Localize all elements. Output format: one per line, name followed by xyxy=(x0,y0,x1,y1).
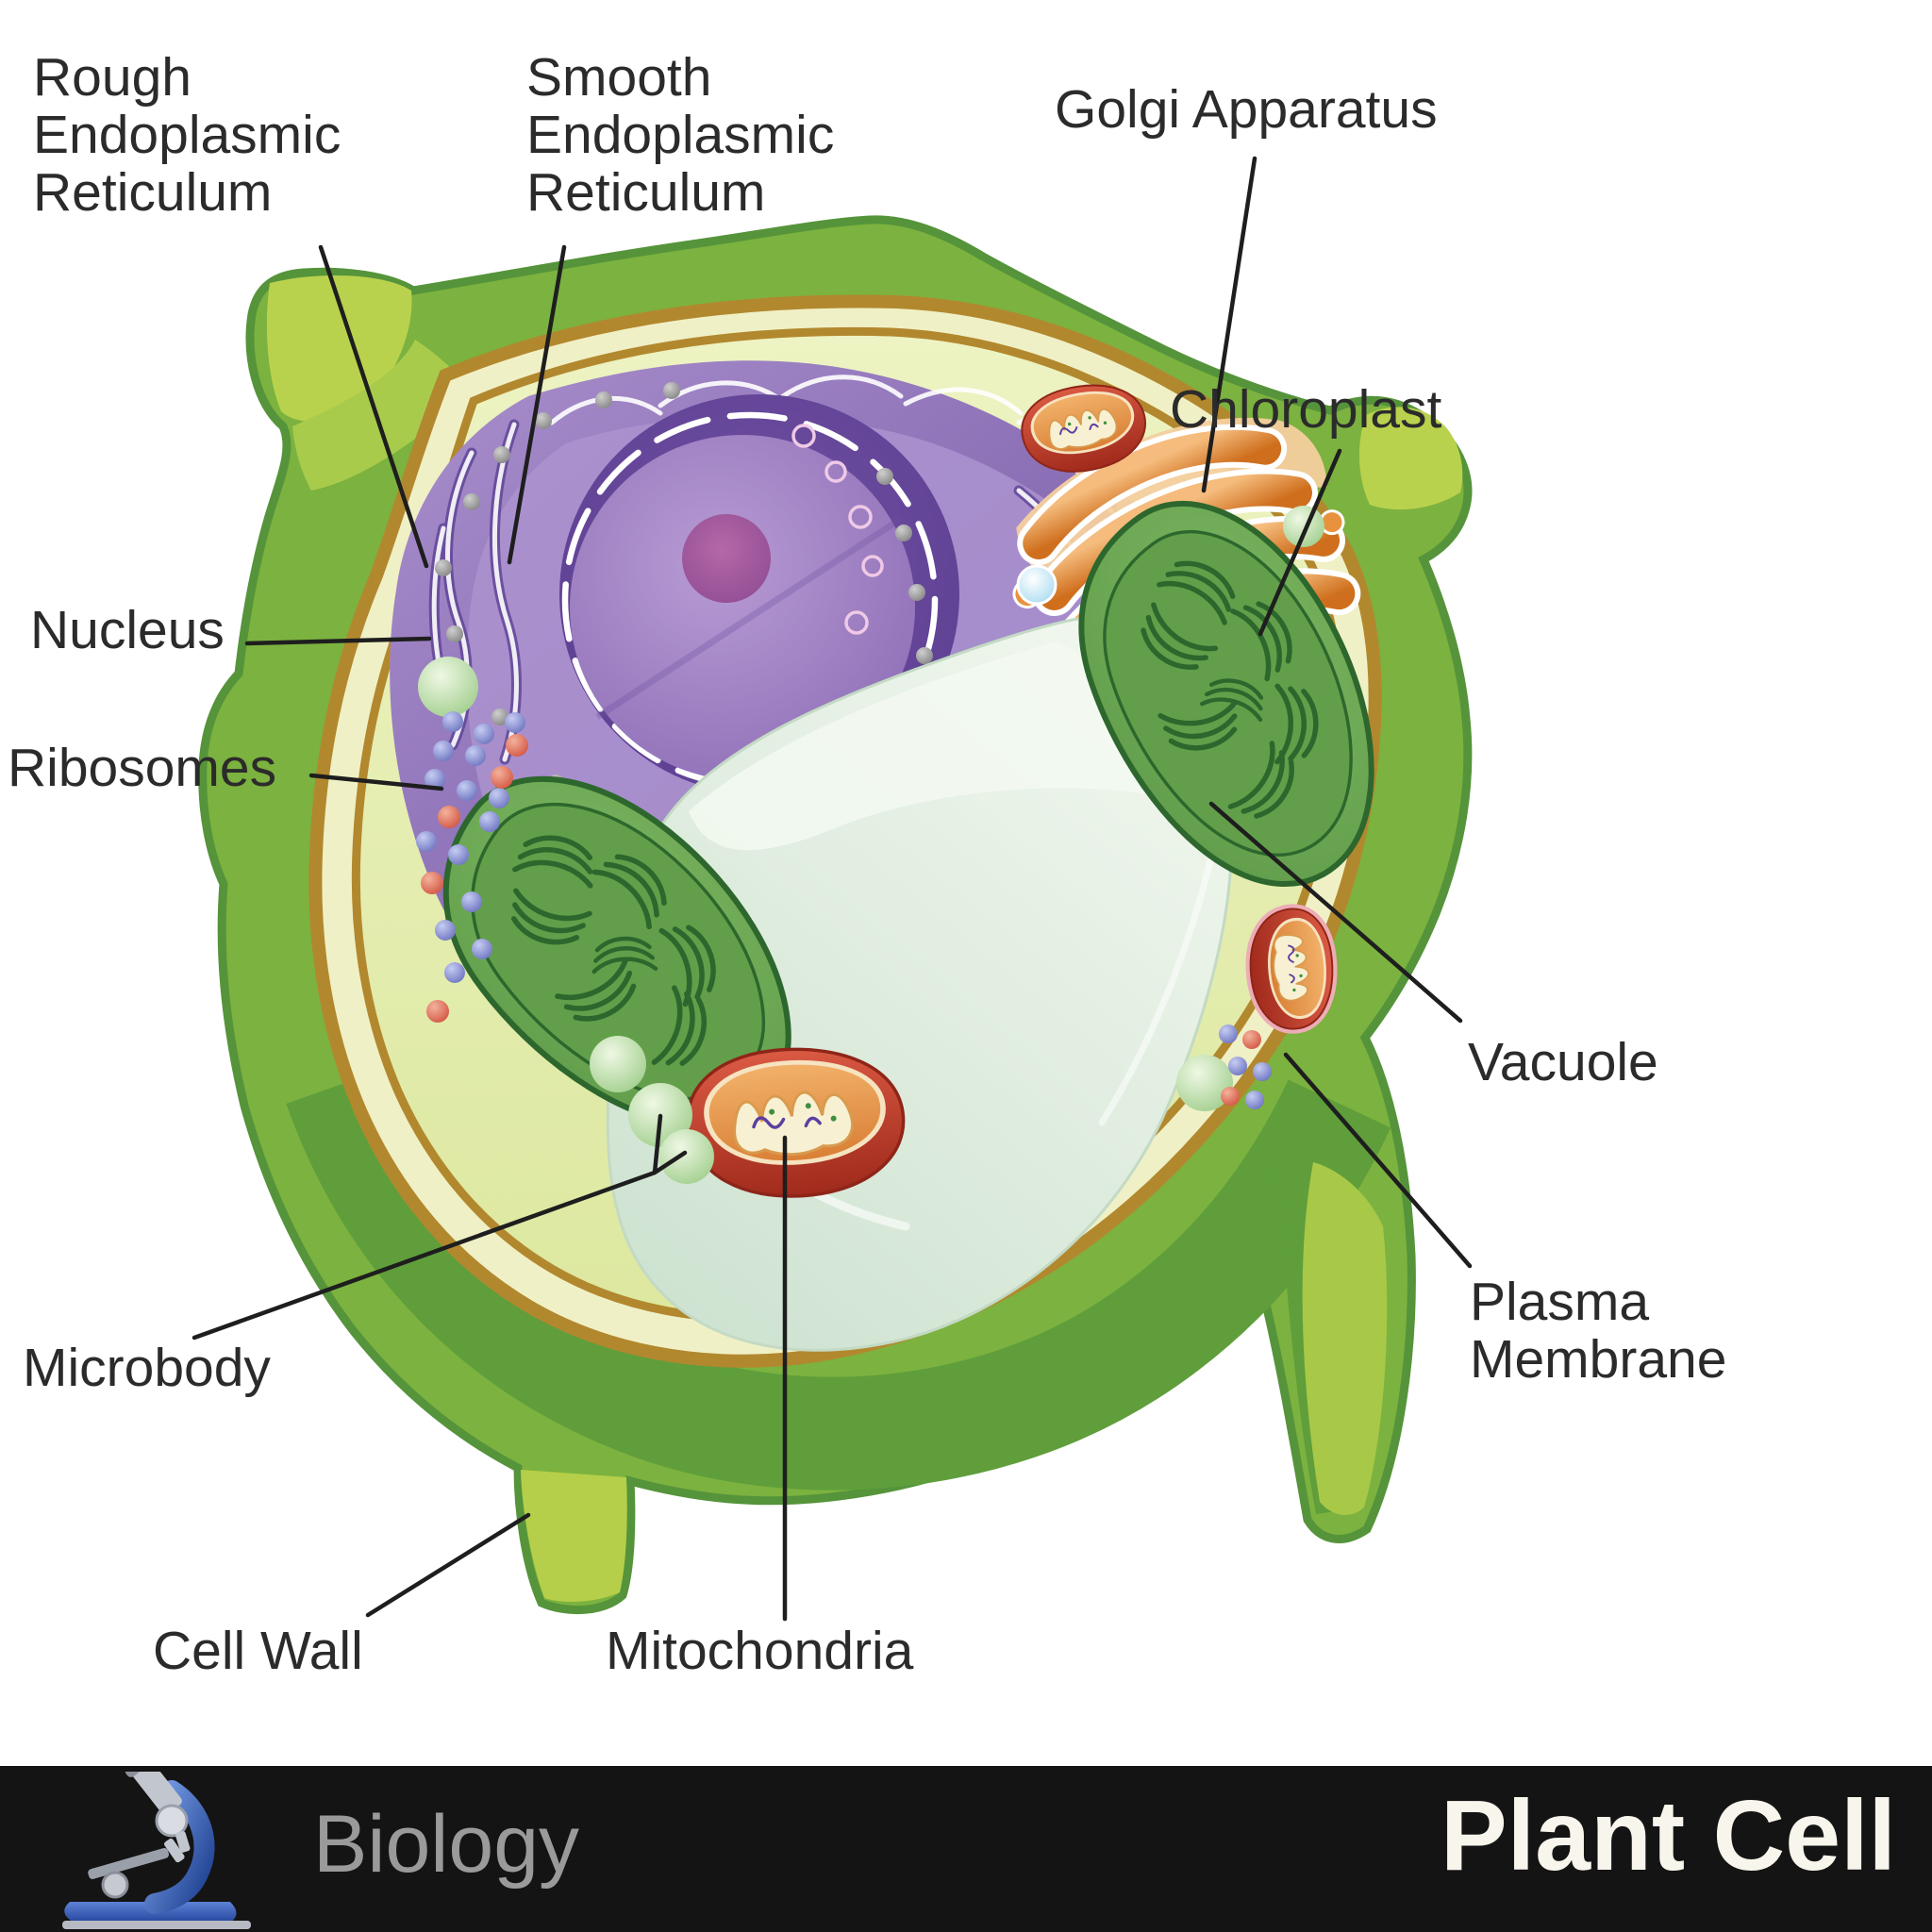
label-microbody: Microbody xyxy=(23,1338,271,1398)
leader-cell-wall xyxy=(365,1512,531,1618)
diagram-title: Plant Cell xyxy=(1440,1780,1896,1891)
wall-face-bottom-foot xyxy=(521,1470,627,1602)
label-cell-wall: Cell Wall xyxy=(153,1621,363,1681)
microbody-spheres xyxy=(418,506,1324,1184)
footer-subject: Biology xyxy=(313,1799,580,1890)
label-chloroplast: Chloroplast xyxy=(1170,379,1442,440)
vesicle xyxy=(1016,564,1058,606)
label-plasma-membrane: Plasma Membrane xyxy=(1470,1272,1727,1390)
label-nucleus: Nucleus xyxy=(30,600,225,660)
leader-lines xyxy=(192,156,1473,1622)
label-ribosomes: Ribosomes xyxy=(8,738,277,798)
leader-vacuole xyxy=(1208,801,1463,1024)
label-mitochondria: Mitochondria xyxy=(606,1621,914,1681)
label-smooth-endoplasmic-reticulum: Smooth Endoplasmic Reticulum xyxy=(526,47,835,223)
wall-face-right xyxy=(1358,407,1463,510)
nuclear-envelope xyxy=(561,411,939,789)
microscope-icon xyxy=(62,1772,251,1929)
leader-microbody xyxy=(192,1113,688,1341)
leader-nucleus xyxy=(244,636,432,646)
leader-plasma-membrane xyxy=(1283,1052,1473,1269)
wall-face-right-foot xyxy=(1302,1162,1388,1515)
leader-smooth-er xyxy=(507,244,567,565)
label-rough-endoplasmic-reticulum: Rough Endoplasmic Reticulum xyxy=(33,47,341,223)
leader-ribosomes xyxy=(308,773,444,791)
label-golgi-apparatus: Golgi Apparatus xyxy=(1055,79,1438,140)
leader-rough-er xyxy=(318,244,429,569)
leader-golgi xyxy=(1201,156,1257,493)
ribosome-dots xyxy=(416,711,1272,1109)
footer-bar: Biology Plant Cell xyxy=(0,1766,1932,1932)
leader-chloroplast xyxy=(1257,448,1342,637)
nucleolus xyxy=(682,514,771,603)
label-vacuole: Vacuole xyxy=(1468,1032,1658,1092)
